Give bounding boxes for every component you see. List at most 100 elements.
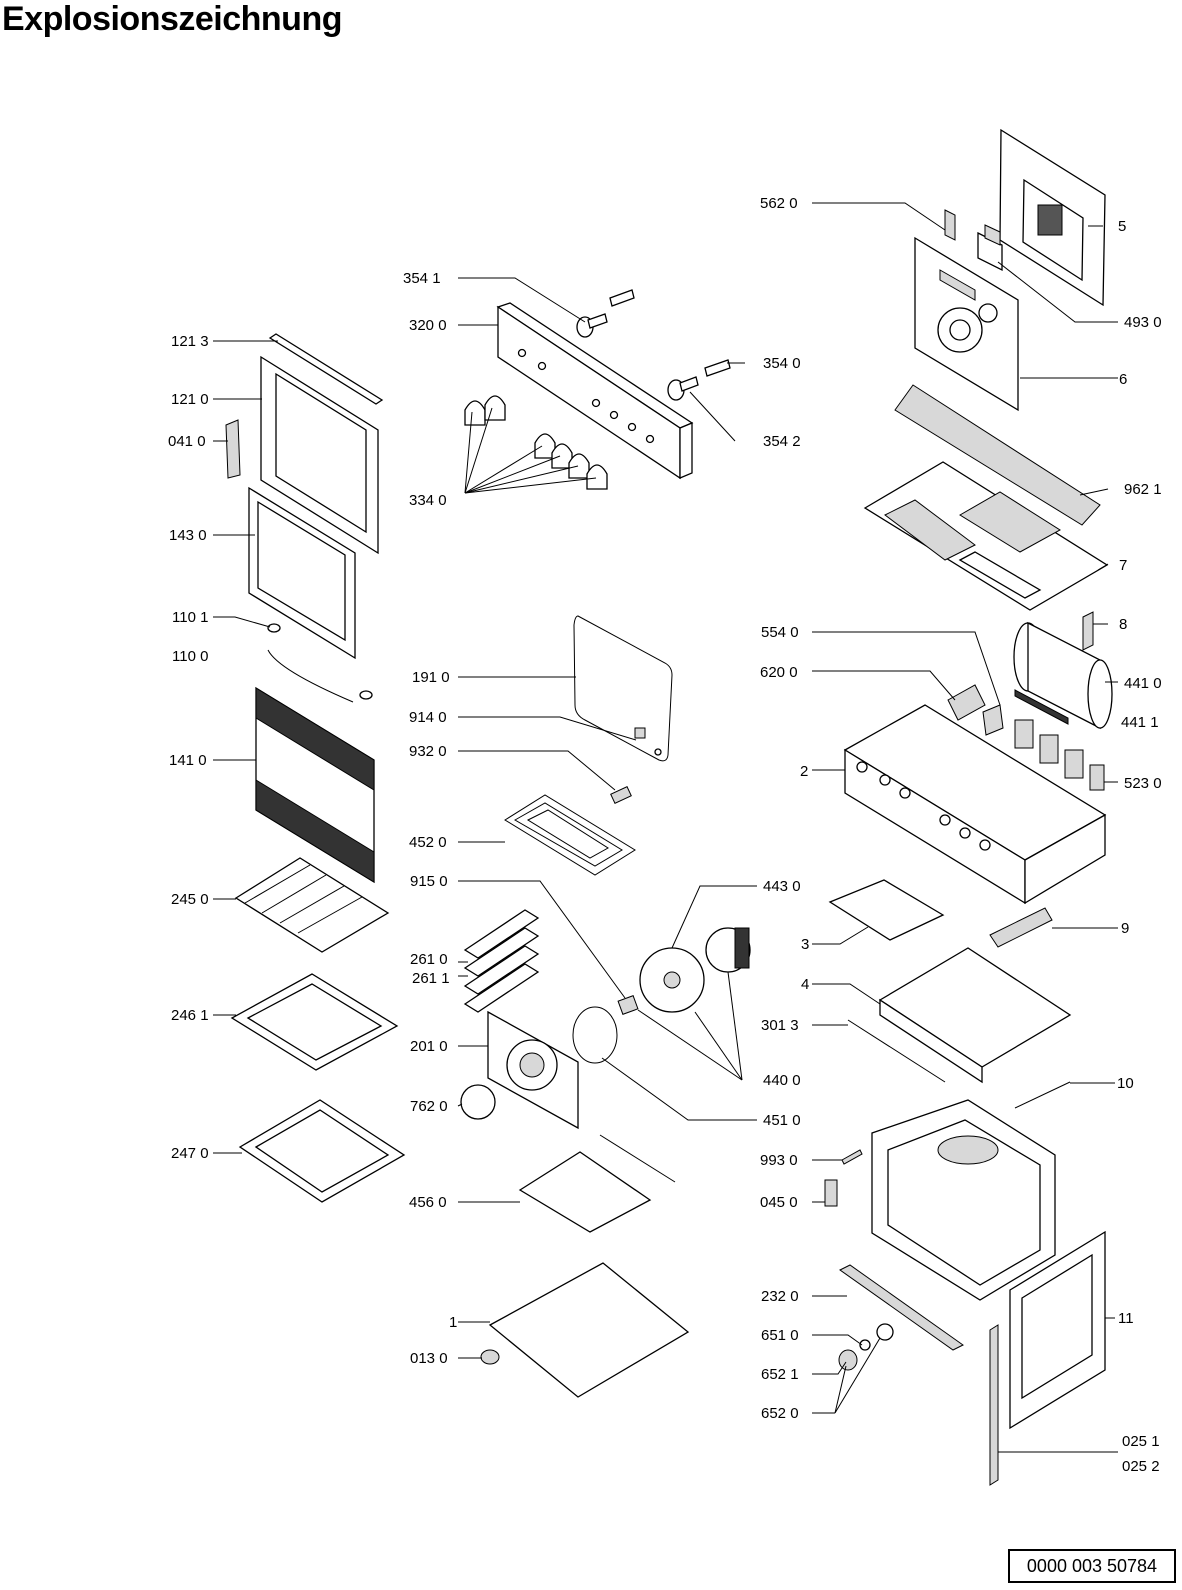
control-panel-part <box>496 302 694 480</box>
label-932-0: 932 0 <box>409 743 447 760</box>
label-201-0: 201 0 <box>410 1038 448 1055</box>
label-354-0: 354 0 <box>763 355 801 372</box>
door-hinge-part <box>225 419 241 479</box>
part-045-0 <box>824 1179 838 1207</box>
label-10: 10 <box>1117 1075 1134 1092</box>
oven-cavity-part <box>871 1099 1056 1301</box>
label-441-1: 441 1 <box>1121 714 1159 731</box>
label-523-0: 523 0 <box>1124 775 1162 792</box>
control-housing-part <box>843 704 1107 905</box>
document-number-box: 0000 003 50784 <box>1008 1549 1176 1583</box>
label-143-0: 143 0 <box>169 527 207 544</box>
fan-motor-back-part <box>705 927 751 973</box>
rail-part-301-3 <box>847 1019 946 1083</box>
label-261-1: 261 1 <box>412 970 450 987</box>
door-handle-part <box>267 623 373 703</box>
wire-shelf-part <box>234 857 390 953</box>
label-441-0: 441 0 <box>1124 675 1162 692</box>
label-041-0: 041 0 <box>168 433 206 450</box>
rear-inner-panel-part <box>914 236 1019 412</box>
label-451-0: 451 0 <box>763 1112 801 1129</box>
label-652-1: 652 1 <box>761 1366 799 1383</box>
label-141-0: 141 0 <box>169 752 207 769</box>
side-strip-part <box>989 1324 999 1486</box>
label-334-0: 334 0 <box>409 492 447 509</box>
label-6: 6 <box>1119 371 1127 388</box>
lower-heater-part <box>518 1134 676 1233</box>
base-plate-part <box>878 947 1072 1084</box>
leader-lines <box>213 202 1118 1453</box>
drip-pan-part <box>238 1099 406 1203</box>
label-301-3: 301 3 <box>761 1017 799 1034</box>
label-121-0: 121 0 <box>171 391 209 408</box>
label-025-2: 025 2 <box>1122 1458 1160 1475</box>
label-025-1: 025 1 <box>1122 1433 1160 1450</box>
label-620-0: 620 0 <box>760 664 798 681</box>
label-246-1: 246 1 <box>171 1007 209 1024</box>
label-652-0: 652 0 <box>761 1405 799 1422</box>
label-443-0: 443 0 <box>763 878 801 895</box>
label-554-0: 554 0 <box>761 624 799 641</box>
switch-block-part <box>1014 719 1105 791</box>
side-rack-part <box>463 909 540 1013</box>
label-045-0: 045 0 <box>760 1194 798 1211</box>
label-191-0: 191 0 <box>412 669 450 686</box>
back-panel-part <box>999 128 1106 307</box>
label-651-0: 651 0 <box>761 1327 799 1344</box>
part-993-0 <box>841 1149 863 1165</box>
top-cover-part <box>863 461 1109 611</box>
label-354-2: 354 2 <box>763 433 801 450</box>
part-554-0 <box>982 704 1004 736</box>
seal-part <box>573 615 673 762</box>
outer-door-glass-part <box>255 686 375 884</box>
lamp-parts <box>838 1323 894 1371</box>
label-452-0: 452 0 <box>409 834 447 851</box>
guide-rail-part-3 <box>828 879 945 941</box>
label-762-0: 762 0 <box>410 1098 448 1115</box>
part-8 <box>1082 611 1094 651</box>
part-562-0 <box>944 209 956 241</box>
grill-heater-part <box>504 794 636 876</box>
circular-heater-part <box>572 1006 618 1064</box>
label-456-0: 456 0 <box>409 1194 447 1211</box>
page-title: Explosionszeichnung <box>2 0 342 38</box>
side-panel-part <box>1009 1230 1106 1430</box>
label-013-0: 013 0 <box>410 1350 448 1367</box>
door-profile-part <box>268 333 384 405</box>
door-frame-part <box>260 355 379 555</box>
inner-glass-frame-part <box>248 486 356 660</box>
baking-tray-part <box>230 973 399 1071</box>
label-121-3: 121 3 <box>171 333 209 350</box>
part-915-0 <box>617 995 639 1015</box>
label-3: 3 <box>801 936 809 953</box>
part-762-0 <box>460 1084 496 1120</box>
label-993-0: 993 0 <box>760 1152 798 1169</box>
label-11: 11 <box>1118 1310 1134 1327</box>
fan-wheel-part <box>639 947 705 1013</box>
label-562-0: 562 0 <box>760 195 798 212</box>
spindle-parts <box>576 289 731 401</box>
label-5: 5 <box>1118 218 1126 235</box>
part-labels: 562 0 3 5 4 1 320 0 354 0 354 2 334 0 121 … <box>168 195 1162 1475</box>
label-8: 8 <box>1119 616 1127 633</box>
bottom-cover-part <box>488 1262 690 1398</box>
label-110-0: 110 0 <box>172 648 208 665</box>
label-7: 7 <box>1119 557 1127 574</box>
label-320-0: 320 0 <box>409 317 447 334</box>
label-2: 2 <box>800 763 808 780</box>
label-962-1: 962 1 <box>1124 481 1162 498</box>
part-232-0 <box>839 1264 964 1351</box>
part-493-0 <box>977 224 1003 272</box>
fan-cover-part <box>487 1010 579 1130</box>
rail-part-10 <box>1014 1081 1071 1109</box>
spring-parts <box>610 727 662 804</box>
insulation-part <box>894 384 1101 526</box>
part-9 <box>989 907 1053 948</box>
label-4: 4 <box>801 976 809 993</box>
label-914-0: 914 0 <box>409 709 447 726</box>
part-620-0 <box>947 684 986 721</box>
label-493-0: 493 0 <box>1124 314 1162 331</box>
label-440-0: 440 0 <box>763 1072 801 1089</box>
label-1: 1 <box>449 1314 457 1331</box>
